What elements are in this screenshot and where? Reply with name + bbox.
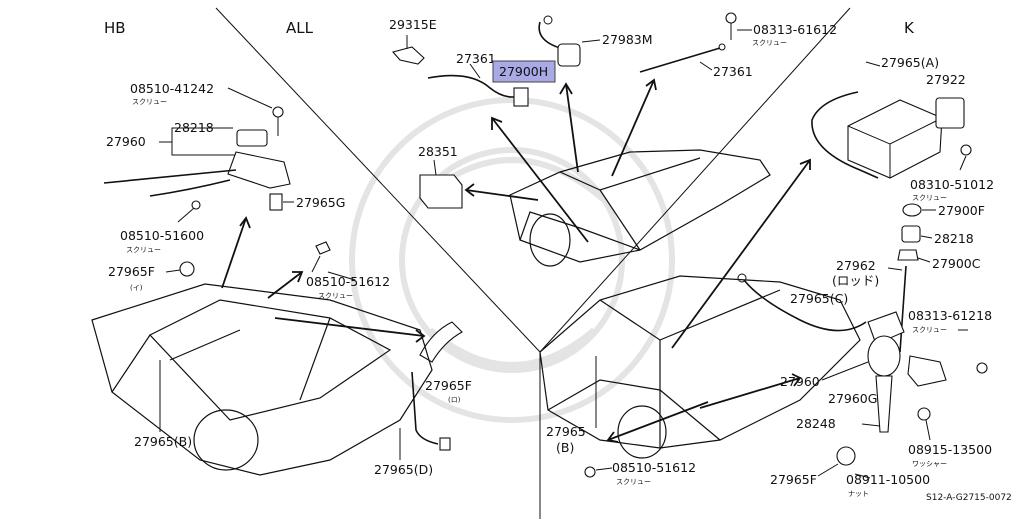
label-28218-right: 28218 <box>934 231 974 246</box>
label-28351: 28351 <box>418 144 458 159</box>
section-all-label: ALL <box>286 19 314 37</box>
label-27900f: 27900F <box>938 203 985 218</box>
screw-08510-41242[interactable] <box>272 106 284 118</box>
amplifier-27960-left[interactable] <box>227 151 291 189</box>
label-27965f-right: 27965F <box>770 472 817 487</box>
label-27965f-i: 27965F <box>108 264 155 279</box>
label-27965f-i-sub: (イ) <box>130 284 143 292</box>
label-27900h[interactable]: 27900H <box>499 64 548 79</box>
car-body-center <box>509 149 771 267</box>
amplifier-box-k[interactable] <box>847 99 943 179</box>
diagram-code: S12-A-G2715-0072 <box>926 493 1012 503</box>
nut-27900c[interactable] <box>897 249 919 261</box>
label-27960g: 27960G <box>828 391 877 406</box>
grommet-28218-right[interactable] <box>901 225 921 243</box>
relay-28351[interactable] <box>419 174 463 209</box>
arrows-k <box>606 158 811 443</box>
label-27922: 27922 <box>926 72 966 87</box>
label-27960-right: 27960 <box>780 374 820 389</box>
cap-27900f[interactable] <box>902 203 922 217</box>
grommet-27965f-right[interactable] <box>836 446 856 466</box>
watermark-emblem <box>349 97 675 423</box>
note-screw-3: スクリュー <box>126 246 161 254</box>
label-08915-13500: 08915-13500 <box>908 442 992 457</box>
note-nut: ナット <box>848 490 869 498</box>
label-08510-51612-hb: 08510-51612 <box>306 274 390 289</box>
label-27965f-ro-sub: (ロ) <box>448 396 461 404</box>
washer-08915-13500[interactable] <box>917 407 931 421</box>
note-screw-5: スクリュー <box>912 194 947 202</box>
car-body-k <box>539 275 861 459</box>
screw-08510-51600[interactable] <box>191 200 201 210</box>
cable-27965c[interactable] <box>743 279 867 332</box>
note-screw-7: スクリュー <box>616 478 651 486</box>
module-27983m[interactable] <box>557 43 581 67</box>
connector-27965g[interactable] <box>269 193 283 211</box>
label-08510-51600: 08510-51600 <box>120 228 204 243</box>
label-27900c: 27900C <box>932 256 981 271</box>
note-screw-4: スクリュー <box>318 292 353 300</box>
label-27965d: 27965(D) <box>374 462 433 477</box>
screw-08510-51612-hb[interactable] <box>315 241 331 255</box>
grommet-27965f-i[interactable] <box>179 261 195 277</box>
arrows-center <box>464 78 657 243</box>
label-28248: 28248 <box>796 416 836 431</box>
label-27965b-k: 27965 <box>546 424 586 439</box>
rod-27962[interactable] <box>899 265 907 353</box>
arrows-hb <box>221 216 426 343</box>
car-body-hb <box>91 283 433 476</box>
label-27983m: 27983M <box>602 32 653 47</box>
grommet-28218-left[interactable] <box>236 129 268 147</box>
grommet-27965f-ro[interactable] <box>419 321 463 363</box>
antenna-motor-27960[interactable] <box>867 311 947 433</box>
label-08510-51612-k: 08510-51612 <box>612 460 696 475</box>
section-k-label: K <box>904 19 915 37</box>
label-27962-sub: (ロッド) <box>832 273 879 288</box>
label-27965c: 27965(C) <box>790 291 848 306</box>
cable-27361-left[interactable] <box>427 74 521 98</box>
label-27965g: 27965G <box>296 195 345 210</box>
module-27922[interactable] <box>935 97 965 129</box>
label-27962: 27962 <box>836 258 876 273</box>
label-27965b-hb: 27965(B) <box>134 434 192 449</box>
screw-08310-51012[interactable] <box>960 144 972 156</box>
label-08911-10500: 08911-10500 <box>846 472 930 487</box>
screw-08313-61218[interactable] <box>976 362 988 374</box>
section-hb-label: HB <box>104 19 126 37</box>
screw-08313-61612[interactable] <box>725 12 737 24</box>
label-08510-41242: 08510-41242 <box>130 81 214 96</box>
cable-27361-right[interactable] <box>639 47 721 73</box>
note-screw-1: スクリュー <box>752 39 787 47</box>
label-27361-right: 27361 <box>713 64 753 79</box>
cable-27965d[interactable] <box>411 371 439 445</box>
cable-27965a[interactable] <box>811 91 879 179</box>
label-27960-left: 27960 <box>106 134 146 149</box>
antenna-cable-hb[interactable] <box>103 169 237 197</box>
label-08313-61218: 08313-61218 <box>908 308 992 323</box>
label-08310-51012: 08310-51012 <box>910 177 994 192</box>
label-27965f-ro: 27965F <box>425 378 472 393</box>
note-screw-2: スクリュー <box>132 98 167 106</box>
label-29315e: 29315E <box>389 17 437 32</box>
label-27361-left: 27361 <box>456 51 496 66</box>
label-27965a: 27965(A) <box>881 55 939 70</box>
section-dividers <box>215 7 851 519</box>
bracket-29315e[interactable] <box>392 46 425 65</box>
label-27965b-k-sub: (B) <box>556 440 574 455</box>
label-08313-61612: 08313-61612 <box>753 22 837 37</box>
screw-08510-51612-k[interactable] <box>584 466 596 478</box>
note-screw-6: スクリュー <box>912 326 947 334</box>
highlight-box-27900h[interactable] <box>492 60 556 83</box>
note-washer: ワッシャー <box>912 460 947 468</box>
